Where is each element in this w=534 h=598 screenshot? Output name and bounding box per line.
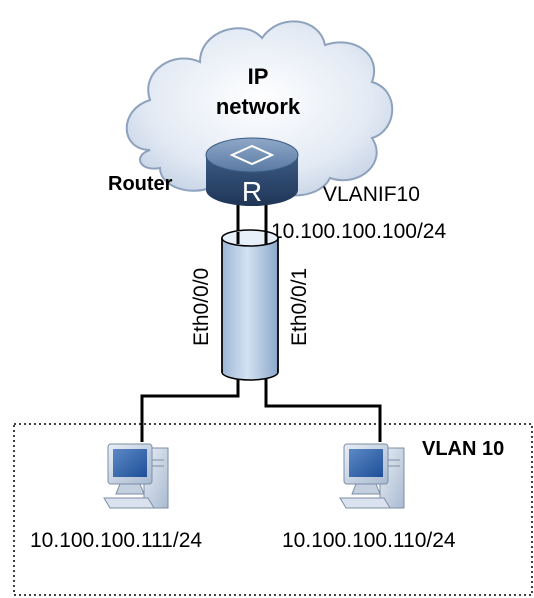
cloud-label-line2: network (216, 94, 301, 119)
host-ip-2: 10.100.100.110/24 (282, 529, 456, 552)
link-bundle (221, 229, 279, 381)
host-ip-1: 10.100.100.111/24 (30, 529, 202, 552)
port-label-right: Eth0/0/1 (288, 268, 311, 346)
host-links (140, 380, 382, 442)
vlanif-address: 10.100.100.100/24 (271, 220, 446, 243)
vlanif-name: VLANIF10 (323, 183, 420, 206)
host-computer-icon (339, 443, 405, 509)
router-label: Router (108, 173, 173, 195)
vlan-label: VLAN 10 (422, 438, 504, 460)
cloud-label-line1: IP (248, 64, 269, 89)
host-computer-icon (103, 443, 169, 509)
router-icon: R (205, 137, 299, 207)
ip-network-cloud: IP network (125, 20, 394, 197)
router-glyph: R (242, 176, 262, 207)
port-label-left: Eth0/0/0 (190, 268, 213, 346)
